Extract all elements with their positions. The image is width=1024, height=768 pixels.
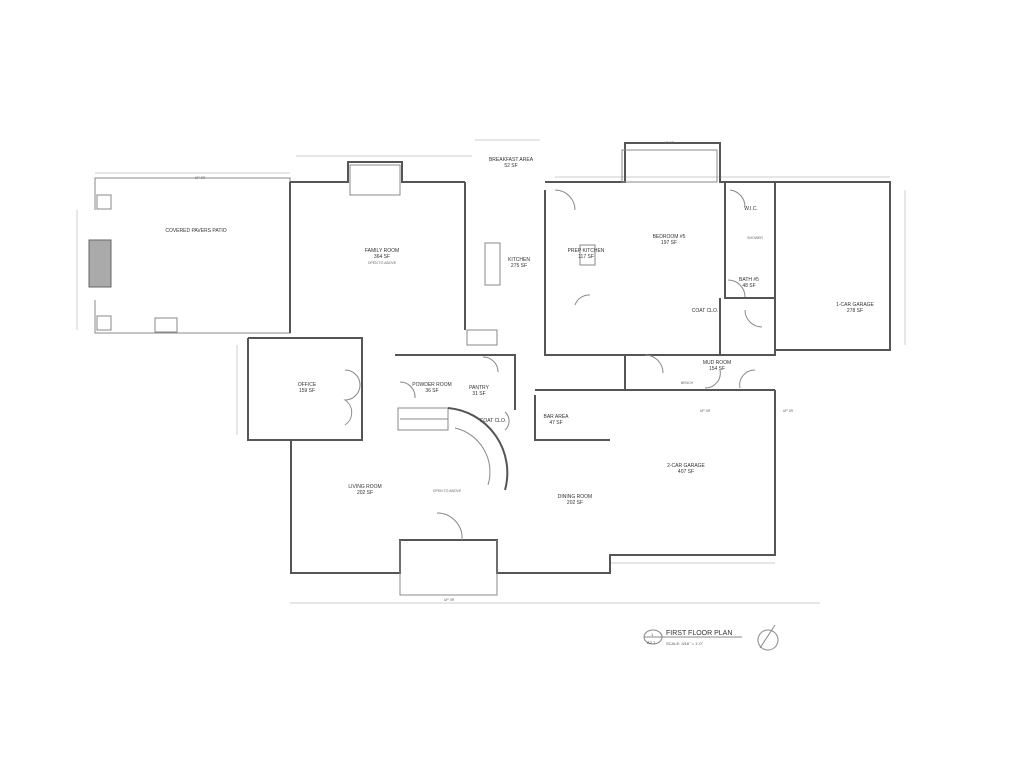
shower-label: SHOWER	[747, 236, 763, 240]
drawing-number: 1	[651, 632, 654, 637]
drawing-title: FIRST FLOOR PLAN	[666, 630, 733, 637]
up-label-bedroom: UP 3R	[663, 141, 675, 145]
drawing-scale: SCALE: 3/16" = 1'-0"	[666, 641, 704, 646]
room-label-coat-closet-2: COAT CLO.	[479, 418, 507, 424]
curved-stair	[397, 407, 509, 491]
bench-label: BENCH	[680, 381, 694, 385]
title-block-graphic	[643, 629, 742, 645]
up-label-mud: UP 3R	[699, 409, 711, 413]
open-to-above-label: OPEN TO ABOVE	[432, 489, 462, 493]
room-label-coat-closet: COAT CLO.	[691, 308, 719, 314]
room-label-patio: COVERED PAVERS PATIO	[165, 228, 227, 234]
up-label-patio: UP 3R	[194, 176, 206, 180]
up-label-porch: UP 3R	[443, 598, 455, 602]
up-label-garage: UP 3R	[782, 409, 794, 413]
north-arrow-icon	[757, 624, 779, 651]
dimension-lines	[76, 139, 906, 604]
patio	[88, 177, 291, 334]
door-swings	[343, 189, 763, 541]
exterior-walls	[247, 142, 891, 596]
room-label-wic: W.I.C.	[744, 206, 758, 212]
sheet-number: A2.1	[647, 640, 656, 645]
